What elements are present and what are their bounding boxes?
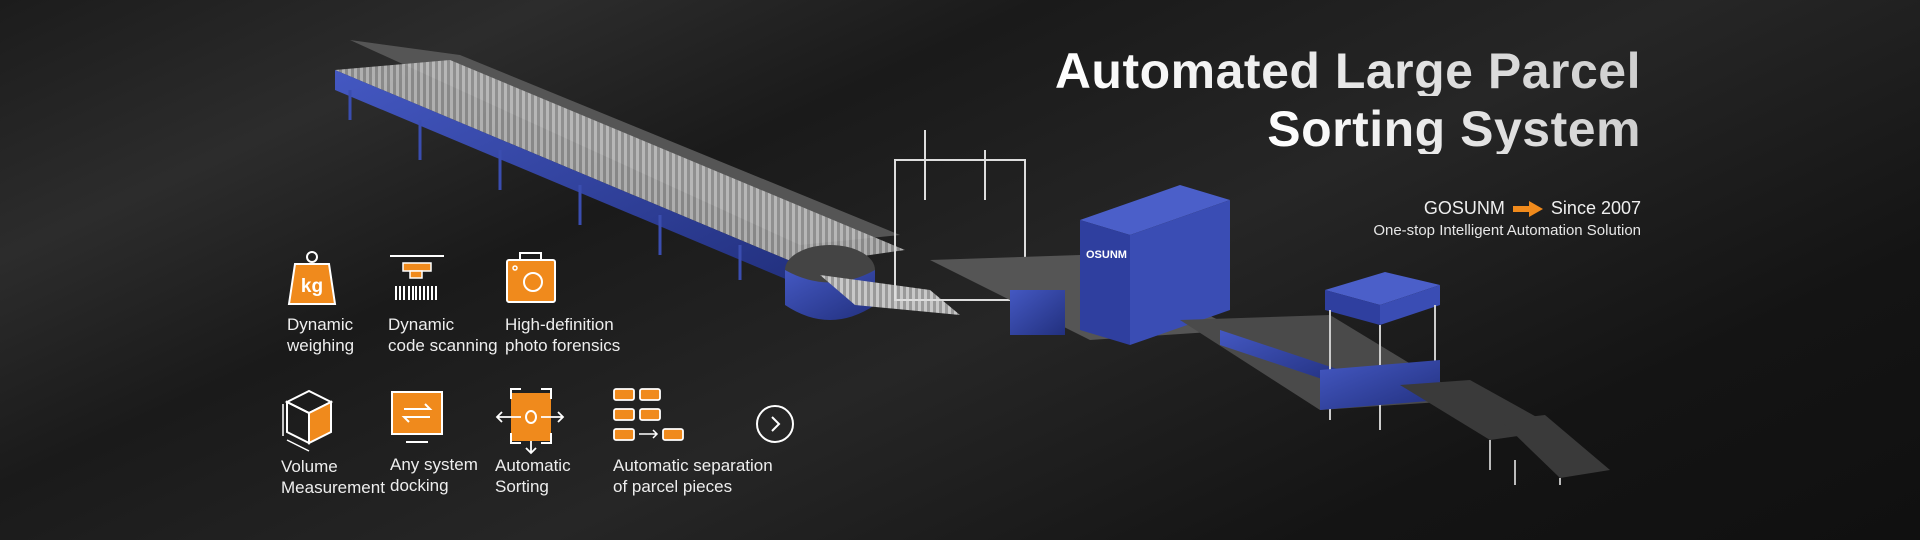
tagline: One-stop Intelligent Automation Solution — [1373, 222, 1641, 239]
cube-volume-icon — [282, 389, 334, 452]
feature-label: code scanning — [388, 336, 498, 355]
next-button[interactable] — [756, 405, 794, 443]
chevron-right-icon — [771, 416, 781, 432]
feature-label: Dynamic — [388, 315, 455, 334]
feature-label: Automatic — [495, 456, 571, 475]
headline-line-2: Sorting System — [1267, 101, 1641, 157]
headline-line-1: Automated Large Parcel — [1054, 43, 1641, 99]
brand-name: GOSUNM — [1423, 198, 1505, 218]
feature-system-docking: Any system docking — [390, 390, 530, 496]
feature-label: Dynamic — [287, 315, 354, 334]
weight-kg-icon: kg — [287, 251, 337, 305]
sorting-arrows-icon — [495, 388, 565, 455]
feature-code-scanning: Dynamic code scanning — [388, 254, 528, 356]
feature-label: of parcel pieces — [613, 477, 733, 496]
monitor-exchange-icon — [391, 391, 443, 443]
feature-label: Any system — [390, 455, 478, 474]
feature-label: Automatic separation — [613, 456, 773, 475]
since-text: Since 2007 — [1550, 198, 1641, 218]
feature-parcel-separation: Automatic separation of parcel pieces — [613, 387, 793, 497]
feature-label: photo forensics — [505, 336, 621, 355]
feature-label: High-definition — [505, 315, 614, 334]
feature-label: weighing — [287, 336, 355, 355]
feature-label: docking — [390, 476, 449, 495]
machine-logo: OSUNM — [1086, 249, 1127, 261]
brand-line: GOSUNM Since 2007 — [1424, 198, 1641, 219]
camera-icon — [506, 252, 556, 303]
feature-label: Volume — [281, 457, 338, 476]
parcel-separation-icon — [613, 388, 684, 441]
arrow-right-icon — [1512, 200, 1543, 217]
svg-text:kg: kg — [301, 276, 323, 297]
barcode-scanner-icon — [390, 255, 444, 300]
feature-label: Measurement — [281, 478, 385, 497]
feature-label: Sorting — [495, 477, 549, 496]
feature-dynamic-weighing: kg Dynamic weighing — [287, 250, 427, 356]
feature-photo-forensics: High-definition photo forensics — [505, 250, 645, 356]
